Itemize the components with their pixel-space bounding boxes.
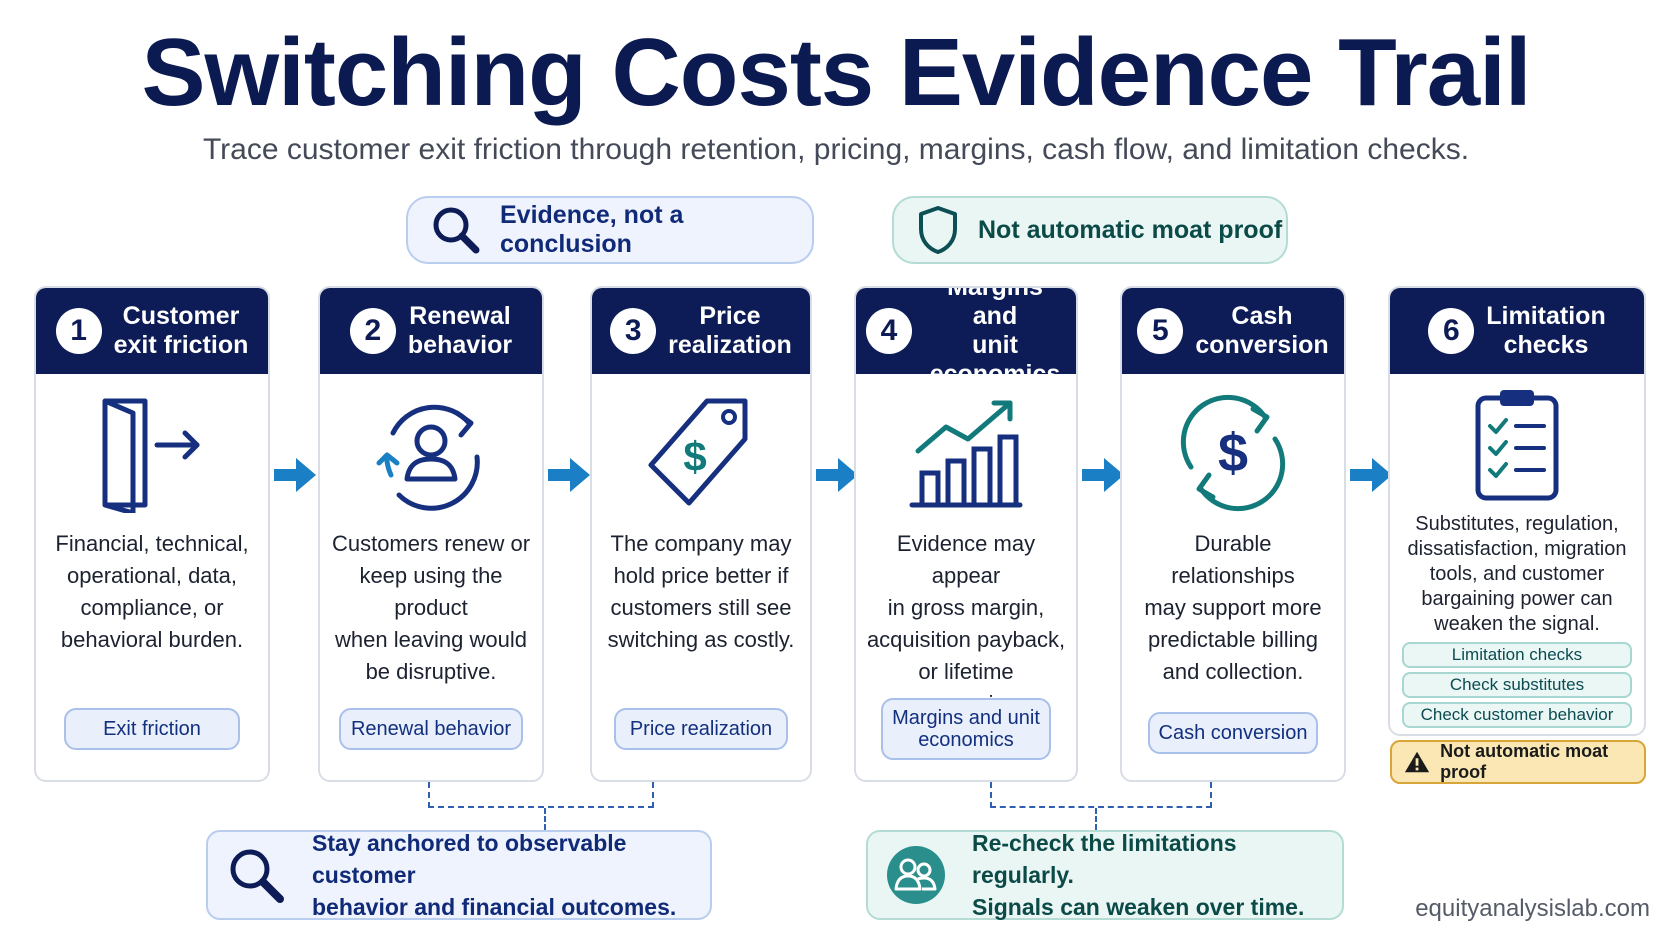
door-exit-icon xyxy=(102,398,200,513)
not-moat-callout-text: Not automatic moat proof xyxy=(978,215,1283,244)
user-cycle-icon xyxy=(376,404,480,511)
bar-chart-growth-icon xyxy=(909,400,1023,508)
check-tag: Check customer behavior xyxy=(1402,702,1632,728)
step-tag: Exit friction xyxy=(64,708,240,750)
price-tag-icon: $ xyxy=(648,398,748,506)
step-number: 2 xyxy=(349,308,396,354)
anchor-note-line: behavior and financial outcomes. xyxy=(312,894,677,920)
flow-arrow-icon xyxy=(816,458,858,492)
step-number: 6 xyxy=(1428,308,1475,354)
step-number: 5 xyxy=(1137,308,1184,354)
recheck-note-line: Signals can weaken over time. xyxy=(972,894,1305,920)
warning-icon xyxy=(1404,751,1430,773)
step-number: 1 xyxy=(55,308,102,354)
evidence-callout: Evidence, not a conclusion xyxy=(406,196,814,264)
flow-arrow-icon xyxy=(1082,458,1124,492)
connector-right-stem xyxy=(1095,808,1097,830)
svg-text:$: $ xyxy=(1218,423,1248,483)
check-tag: Check substitutes xyxy=(1402,672,1632,698)
not-moat-callout: Not automatic moat proof xyxy=(892,196,1288,264)
shield-icon xyxy=(919,206,957,254)
step-description: Financial, technical,operational, data, … xyxy=(55,531,249,652)
anchor-note: Stay anchored to observable customer beh… xyxy=(206,830,712,920)
step-tag: Cash conversion xyxy=(1148,712,1318,754)
step-number: 3 xyxy=(610,308,657,354)
magnifier-icon xyxy=(433,207,480,254)
magnifier-icon xyxy=(230,849,284,903)
footer-site: equityanalysislab.com xyxy=(1415,895,1650,922)
step-tag: Price realization xyxy=(614,708,788,750)
svg-text:$: $ xyxy=(683,433,706,480)
step-number: 4 xyxy=(866,308,912,354)
clipboard-checklist-icon xyxy=(1475,390,1559,501)
page-subtitle: Trace customer exit friction through ret… xyxy=(202,133,1470,166)
connector-right xyxy=(990,782,1212,808)
page-title: Switching Costs Evidence Trail xyxy=(141,19,1531,126)
flow-arrow-icon xyxy=(1350,458,1392,492)
check-tag: Limitation checks xyxy=(1402,642,1632,668)
step-tag: Renewal behavior xyxy=(339,708,523,750)
warning-badge: Not automatic moat proof xyxy=(1390,740,1646,784)
warning-text: Not automatic moat proof xyxy=(1440,741,1609,782)
anchor-note-line: Stay anchored to observable customer xyxy=(312,830,627,888)
evidence-callout-text: Evidence, not a conclusion xyxy=(500,201,684,258)
recheck-note-line: Re-check the limitations regularly. xyxy=(972,830,1237,888)
connector-left xyxy=(428,782,654,808)
flow-arrow-icon xyxy=(274,458,316,492)
people-group-icon xyxy=(887,846,945,904)
connector-left-stem xyxy=(544,808,546,830)
dollar-cycle-icon: $ xyxy=(1180,394,1286,512)
recheck-note: Re-check the limitations regularly. Sign… xyxy=(866,830,1344,920)
flow-arrow-icon xyxy=(548,458,590,492)
step-description: Substitutes, regulation,dissatisfaction,… xyxy=(1407,513,1627,635)
